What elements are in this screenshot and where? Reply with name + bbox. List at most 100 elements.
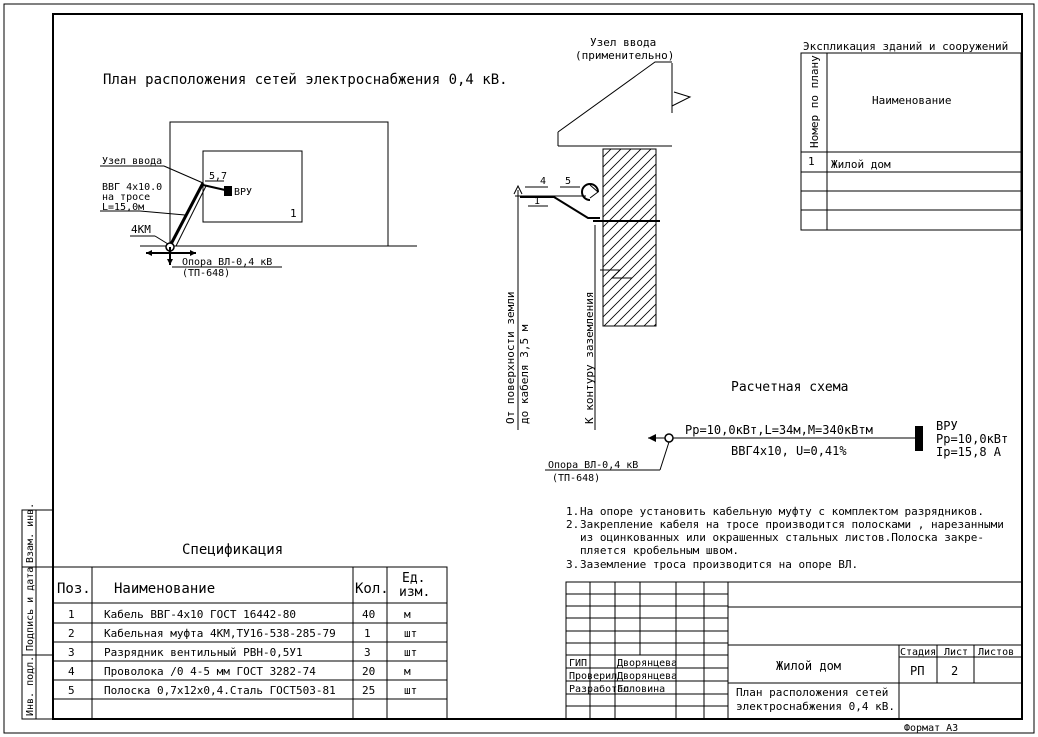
stamp-frame — [565, 581, 1023, 720]
site-boundary — [169, 121, 389, 246]
stamp-name-3: Головина — [617, 684, 665, 695]
section-pos4: 4 — [540, 176, 546, 187]
building-1 — [202, 150, 303, 223]
spec-row-unit: м — [404, 608, 411, 621]
table-row: 2 Кабельная муфта 4КМ,ТУ16-538-285-79 1 … — [68, 627, 417, 640]
side-vzam: Взам. инв. — [25, 503, 36, 563]
calc-scheme: Расчетная схема Рр=10,0кВт,L=34м,М=340кВ… — [545, 380, 1008, 484]
plan-entry-node: Узел ввода — [102, 156, 162, 167]
calc-line-bottom: ВВГ4х10, U=0,41% — [731, 444, 847, 458]
spec-row-unit: шт — [404, 646, 417, 659]
note-2-line-2: из оцинкованных или окрашенных стальных … — [580, 531, 984, 544]
stamp-doc-line1: План расположения сетей — [736, 686, 888, 699]
stamp-sheet: 2 — [951, 664, 958, 678]
spec-h-pos: Поз. — [57, 581, 91, 597]
spec-row-pos: 4 — [68, 665, 75, 678]
messenger-wire-plan — [175, 185, 207, 247]
spec-row-qty: 1 — [364, 627, 371, 640]
plan-title: План расположения сетей электроснабжения… — [103, 72, 508, 88]
hook-arrow — [589, 184, 599, 199]
calc-title: Расчетная схема — [731, 380, 848, 395]
note-2-num: 2. — [566, 518, 579, 531]
outer-border — [3, 3, 1035, 734]
plan-coupling: 4КМ — [131, 223, 151, 236]
entry-node-leader-arm — [163, 165, 204, 184]
side-podpis: Подпись и дата — [25, 567, 36, 651]
stamp-name-2: Дворянцева — [617, 671, 677, 682]
calc-tp: (ТП-648) — [552, 473, 600, 484]
table-row: 5 Полоска 0,7х12х0,4.Сталь ГОСТ503-81 25… — [68, 684, 417, 697]
notes: 1. На опоре установить кабельную муфту с… — [566, 505, 1004, 571]
title-block: ГИП Дворянцева Проверил Дворянцева Разра… — [565, 581, 1023, 734]
explication-title: Экспликация зданий и сооружений — [803, 40, 1008, 53]
dim-value: 5,7 — [209, 171, 227, 182]
note-3-num: 3. — [566, 558, 579, 571]
explication-col-num: Номер по плану — [808, 55, 821, 148]
spec-row-pos: 3 — [68, 646, 75, 659]
plan-vru-label: ВРУ — [234, 187, 252, 198]
calc-pole-leader — [659, 441, 670, 471]
arrow-left-icon — [146, 250, 152, 256]
side-strip: Взам. инв. Подпись и дата Инв. подл. — [21, 503, 54, 720]
spec-title: Спецификация — [182, 542, 283, 558]
stamp-role-1: ГИП — [569, 658, 587, 669]
note-3-line-1: Заземление троса производится на опоре В… — [580, 558, 858, 571]
stamp-h-sheet: Лист — [944, 647, 968, 658]
spec-row-qty: 20 — [362, 665, 375, 678]
wall-section — [602, 148, 657, 327]
calc-pp: Рр=10,0кВт — [936, 432, 1008, 446]
break-mark-top — [671, 91, 692, 107]
section-height-line2: до кабеля 3,5 м — [518, 324, 531, 424]
stamp-format: Формат А3 — [904, 723, 958, 734]
entry-stub — [202, 184, 226, 191]
plan-pole: Опора ВЛ-0,4 кВ — [182, 257, 272, 268]
plan-cable-line2: на тросе — [102, 192, 150, 203]
note-2-line-1: Закрепление кабеля на тросе производится… — [580, 518, 1004, 531]
building-number: 1 — [290, 207, 297, 220]
cable-leader-arm — [139, 210, 186, 216]
explication-table: Экспликация зданий и сооружений Номер по… — [800, 40, 1022, 231]
plan-cable-line3: L=15,0м — [102, 202, 144, 213]
site-plan: План расположения сетей электроснабжения… — [100, 72, 508, 279]
section-pos1: 1 — [534, 196, 540, 207]
table-row: 1 Кабель ВВГ-4х10 ГОСТ 16442-80 40 м — [68, 608, 411, 621]
spec-row-name: Полоска 0,7х12х0,4.Сталь ГОСТ503-81 — [104, 684, 336, 697]
spec-row-name: Кабель ВВГ-4х10 ГОСТ 16442-80 — [104, 608, 296, 621]
stamp-h-stage: Стадия — [900, 647, 936, 658]
spec-row-unit: шт — [404, 684, 417, 697]
hook-icon — [581, 183, 599, 201]
stamp-role-2: Проверил — [569, 671, 617, 682]
section-entry-line2: (применительно) — [575, 49, 674, 62]
explication-row-num: 1 — [808, 155, 815, 168]
stamp-h-sheets: Листов — [978, 647, 1014, 658]
spec-row-unit: м — [404, 665, 411, 678]
explication-frame — [800, 52, 1022, 231]
coupling-leader-arm — [154, 235, 169, 245]
calc-vru: ВРУ — [936, 419, 958, 433]
calc-pole: Опора ВЛ-0,4 кВ — [548, 460, 638, 471]
spec-table: Спецификация Поз. Наименование Кол. Ед. … — [52, 542, 448, 720]
cable-section — [520, 196, 600, 219]
note-1-num: 1. — [566, 505, 579, 518]
cable-line-plan — [168, 182, 205, 247]
spec-row-pos: 5 — [68, 684, 75, 697]
stamp-stage: РП — [910, 664, 924, 678]
note-1-line-1: На опоре установить кабельную муфту с ко… — [580, 505, 984, 518]
section-ground-label: К контуру заземления — [583, 292, 596, 424]
vru-symbol — [224, 186, 232, 196]
stamp-object: Жилой дом — [776, 659, 841, 673]
calc-line-top: Рр=10,0кВт,L=34м,М=340кВтм — [685, 423, 873, 437]
section-height-line1: От поверхности земли — [504, 292, 517, 424]
spec-h-unit2: изм. — [399, 585, 430, 600]
spec-row-pos: 1 — [68, 608, 75, 621]
calc-vru-symbol — [915, 426, 923, 451]
spec-h-qty: Кол. — [355, 581, 389, 597]
spec-h-name: Наименование — [114, 581, 215, 597]
section-pos5: 5 — [565, 176, 571, 187]
spec-row-pos: 2 — [68, 627, 75, 640]
side-strip-frame — [21, 509, 54, 720]
break-mark-wall — [600, 269, 632, 279]
spec-row-qty: 40 — [362, 608, 375, 621]
spec-row-qty: 25 — [362, 684, 375, 697]
explication-row-name: Жилой дом — [831, 158, 891, 171]
